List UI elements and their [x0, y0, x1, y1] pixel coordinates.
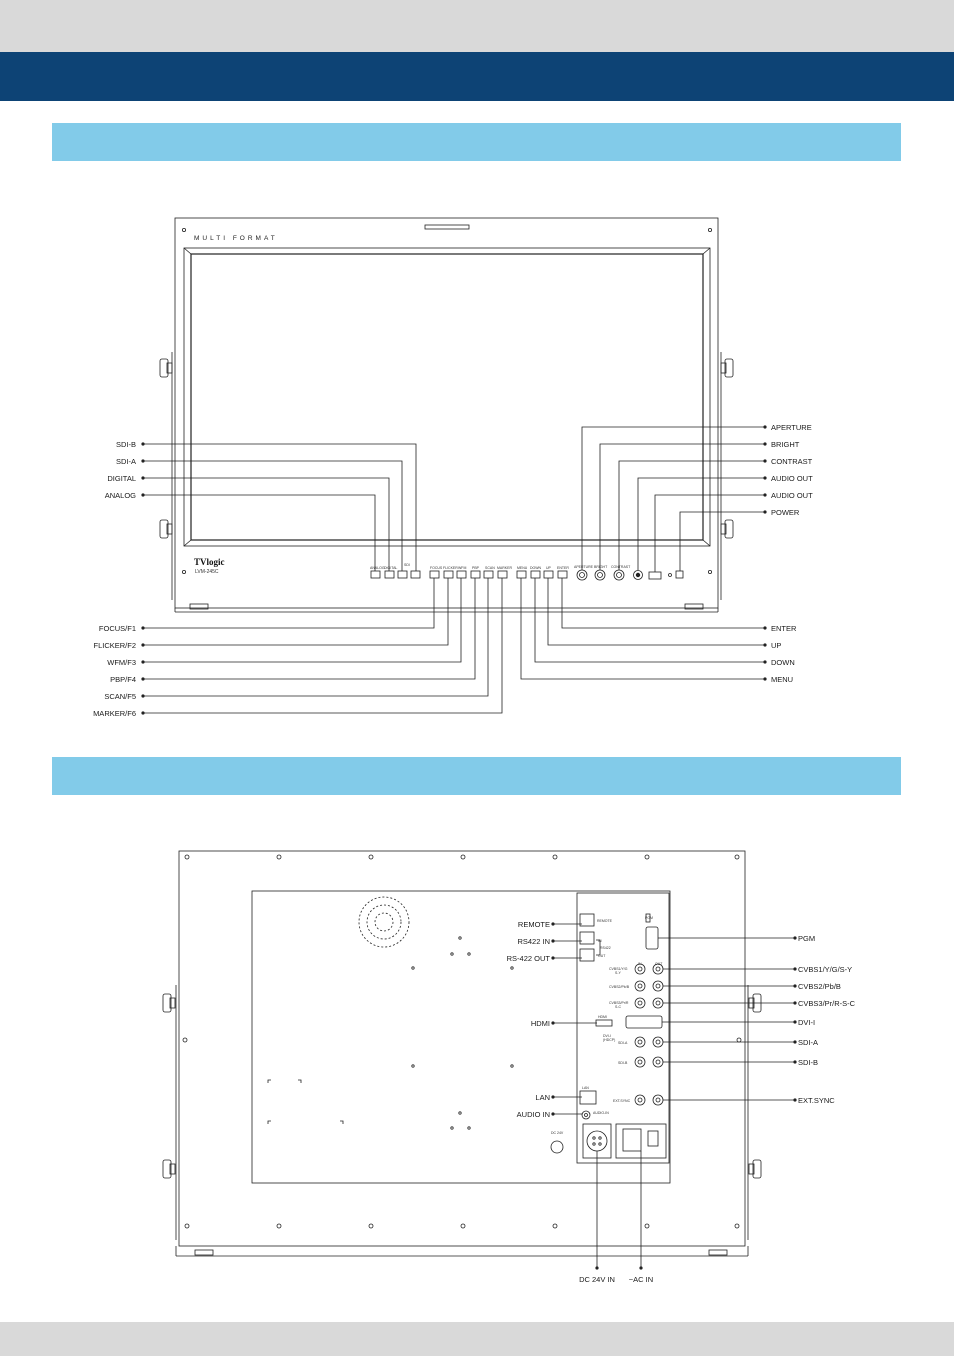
front-bezel: [174, 217, 719, 609]
svg-text:APERTURE: APERTURE: [574, 565, 594, 569]
header-blue-band: [0, 52, 954, 101]
front-left-callouts: [143, 443, 417, 571]
svg-text:S-Y: S-Y: [615, 971, 622, 975]
front-model-label: LVM-245C: [195, 569, 219, 575]
front-screen: [190, 253, 704, 541]
svg-text:DIGITAL: DIGITAL: [384, 566, 397, 570]
svg-text:PBP: PBP: [472, 566, 480, 570]
rear-view: [162, 850, 762, 1257]
callout-sdi-b: SDI-B: [116, 440, 136, 449]
callout-up: UP: [771, 641, 781, 650]
svg-text:PGM: PGM: [645, 916, 653, 920]
front-view: [159, 217, 734, 613]
svg-text:IN: IN: [598, 939, 602, 943]
callout-aperture: APERTURE: [771, 423, 812, 432]
callout-menu: MENU: [771, 675, 793, 684]
callout-marker-f6: MARKER/F6: [93, 709, 136, 718]
callout-scan-f5: SCAN/F5: [104, 692, 136, 701]
callout-focus-f1: FOCUS/F1: [99, 624, 136, 633]
svg-text:CONTRAST: CONTRAST: [611, 565, 631, 569]
callout-down: DOWN: [771, 658, 795, 667]
callout-ext-sync: EXT.SYNC: [798, 1096, 835, 1105]
callout-analog: ANALOG: [105, 491, 136, 500]
callout-power: POWER: [771, 508, 800, 517]
callout-audio-in: AUDIO IN: [517, 1110, 550, 1119]
svg-text:OUT: OUT: [655, 962, 663, 966]
callout-audio-out-1: AUDIO OUT: [771, 474, 813, 483]
svg-text:LAN: LAN: [582, 1086, 589, 1090]
callout-remote: REMOTE: [518, 920, 550, 929]
svg-text:CVBS3/Pr/R: CVBS3/Pr/R: [609, 1001, 629, 1005]
svg-text:UP: UP: [546, 566, 552, 570]
callout-rear-sdi-a: SDI-A: [798, 1038, 818, 1047]
svg-text:DVI-I: DVI-I: [603, 1034, 611, 1038]
svg-text:AUDIO-IN: AUDIO-IN: [593, 1111, 609, 1115]
rear-right-callouts: [658, 937, 795, 1101]
callout-cvbs2: CVBS2/Pb/B: [798, 982, 841, 991]
top-gray-band: [0, 0, 954, 52]
svg-text:BRIGHT: BRIGHT: [594, 565, 608, 569]
svg-text:REMOTE: REMOTE: [597, 919, 613, 923]
svg-text:ENTER: ENTER: [557, 566, 569, 570]
callout-rear-sdi-b: SDI-B: [798, 1058, 818, 1067]
callout-pgm: PGM: [798, 934, 815, 943]
front-right-callouts: [581, 426, 765, 572]
svg-text:CVBS2/Pb/B: CVBS2/Pb/B: [609, 985, 630, 989]
callout-lan: LAN: [535, 1093, 550, 1102]
callout-cvbs3: CVBS3/Pr/R-S-C: [798, 999, 856, 1008]
section-bar-rear: [52, 757, 901, 795]
callout-wfm-f3: WFM/F3: [107, 658, 136, 667]
front-bottom-left-callouts: [143, 578, 503, 714]
rear-panel: [251, 890, 671, 1184]
callout-enter: ENTER: [771, 624, 797, 633]
callout-dvi-i: DVI-I: [798, 1018, 815, 1027]
front-brand-logo: TVlogic: [194, 557, 225, 567]
svg-text:FOCUS: FOCUS: [430, 566, 443, 570]
svg-text:SCAN: SCAN: [485, 566, 495, 570]
callout-bright: BRIGHT: [771, 440, 800, 449]
section-bar-front: [52, 123, 901, 161]
rear-connector-panel: [576, 892, 670, 1164]
rear-tiny-labels: REMOTE IN RS422 OUT PGM CVBS1/Y/GS-Y CVB…: [551, 916, 663, 1135]
front-bottom-right-callouts: [520, 578, 765, 680]
svg-text:MENU: MENU: [517, 566, 528, 570]
callout-cvbs1: CVBS1/Y/G/S-Y: [798, 965, 852, 974]
rear-housing: [178, 850, 746, 1247]
svg-text:HDMI: HDMI: [598, 1015, 607, 1019]
front-screen-frame: [183, 247, 711, 547]
svg-text:S-C: S-C: [615, 1005, 622, 1009]
svg-text:ANALOG: ANALOG: [370, 566, 385, 570]
callout-hdmi: HDMI: [531, 1019, 550, 1028]
callout-rs422-out: RS-422 OUT: [507, 954, 551, 963]
svg-text:RS422: RS422: [600, 946, 611, 950]
callout-pbp-f4: PBP/F4: [110, 675, 136, 684]
svg-text:SDI: SDI: [404, 563, 410, 567]
svg-text:OUT: OUT: [598, 954, 606, 958]
svg-text:(HDCP): (HDCP): [603, 1038, 615, 1042]
callout-rs422-in: RS422 IN: [517, 937, 550, 946]
callout-ac-in: ~AC IN: [629, 1275, 653, 1284]
callout-sdi-a: SDI-A: [116, 457, 136, 466]
svg-text:WFM: WFM: [458, 566, 466, 570]
svg-text:EXT.SYNC: EXT.SYNC: [613, 1099, 631, 1103]
svg-text:CVBS1/Y/G: CVBS1/Y/G: [609, 967, 628, 971]
svg-text:SDI-B: SDI-B: [618, 1061, 628, 1065]
rear-left-callouts: [553, 923, 597, 1115]
callout-digital: DIGITAL: [107, 474, 136, 483]
svg-text:IN: IN: [638, 962, 642, 966]
svg-text:DOWN: DOWN: [530, 566, 542, 570]
footer-gray-band: [0, 1322, 954, 1356]
svg-text:MARKER: MARKER: [497, 566, 512, 570]
svg-text:FLICKER: FLICKER: [443, 566, 458, 570]
callout-audio-out-2: AUDIO OUT: [771, 491, 813, 500]
callout-dc-24v-in: DC 24V IN: [579, 1275, 615, 1284]
svg-text:DC 24V: DC 24V: [551, 1131, 564, 1135]
front-format-label: MULTI FORMAT: [194, 235, 278, 242]
svg-text:SDI-A: SDI-A: [618, 1041, 628, 1045]
callout-contrast: CONTRAST: [771, 457, 813, 466]
rear-bottom-callouts: [596, 1151, 642, 1268]
callout-flicker-f2: FLICKER/F2: [93, 641, 136, 650]
